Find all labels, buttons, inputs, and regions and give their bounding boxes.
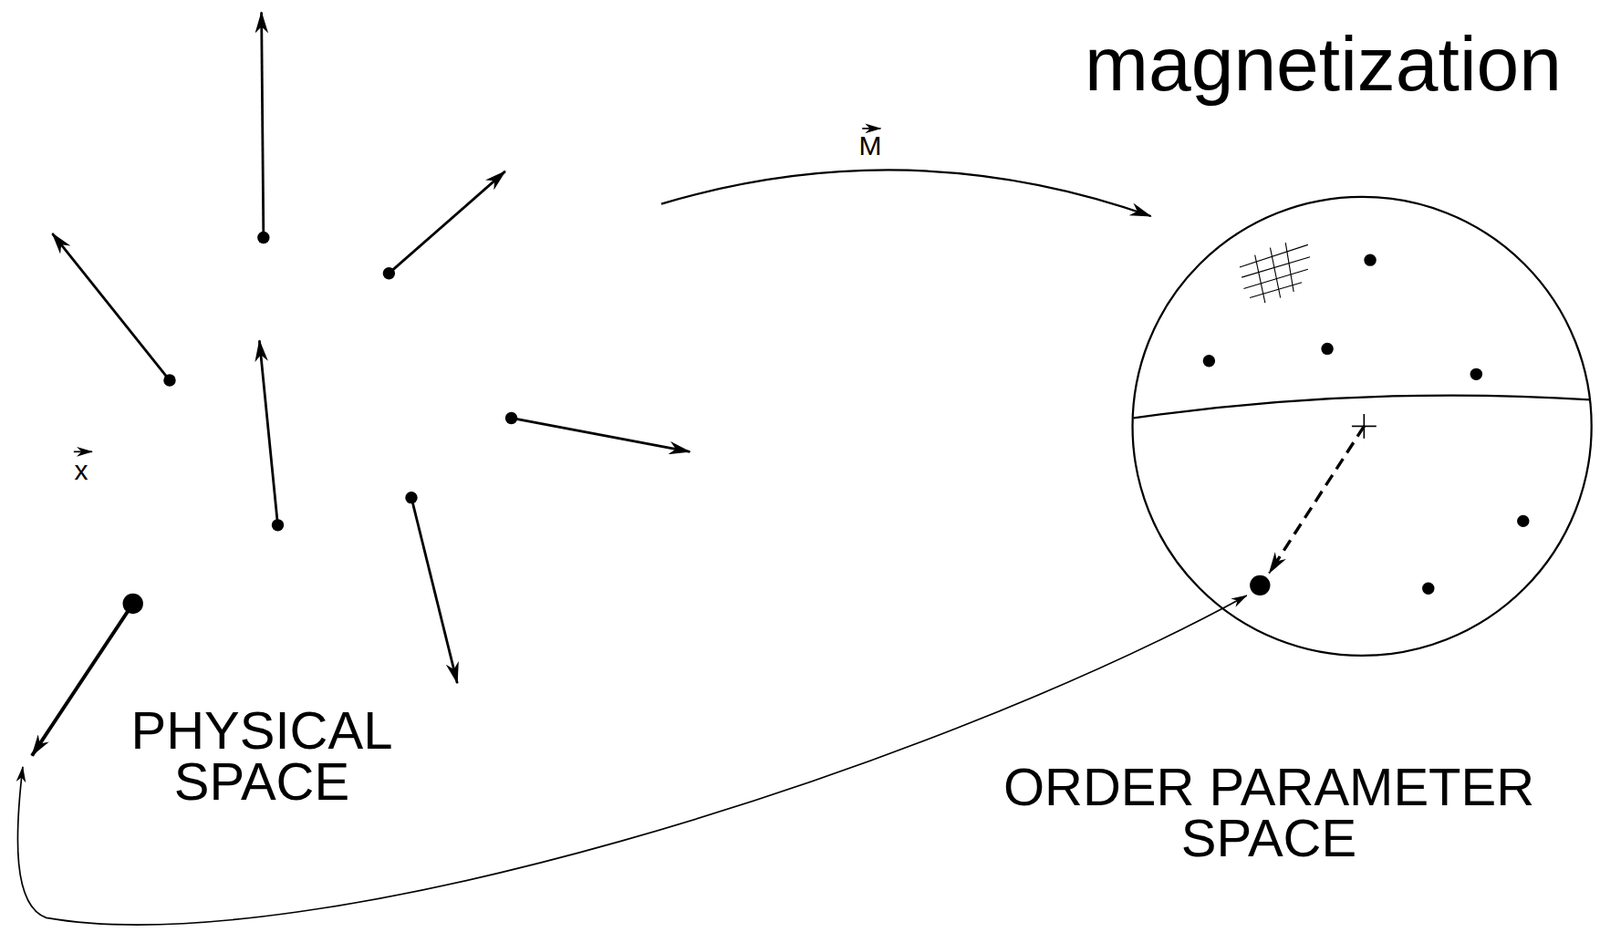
site-dot	[257, 231, 270, 244]
sphere-equator	[1133, 395, 1591, 419]
space-label: ORDER PARAMETER SPACE	[976, 761, 1561, 865]
spin-arrow	[31, 603, 134, 757]
sphere-points	[1203, 253, 1530, 596]
spin-arrow	[388, 171, 505, 274]
spin-arrow	[511, 417, 691, 452]
vector-mark	[862, 127, 881, 130]
spin-arrow	[261, 11, 264, 238]
correspondence-curve	[17, 595, 1247, 925]
site-dot	[123, 593, 144, 614]
map-arrow	[661, 169, 1152, 217]
spin-arrow	[411, 498, 458, 685]
site-dot	[271, 519, 284, 531]
dashed-vector	[1268, 425, 1364, 573]
vector-label: x	[74, 455, 89, 486]
site-dot	[383, 267, 395, 280]
site-dot	[405, 491, 417, 504]
lattice-sites	[123, 231, 519, 614]
site-dot	[163, 374, 176, 386]
hatch-patch	[1239, 242, 1310, 303]
figure-heading: magnetization	[1084, 20, 1562, 109]
spin-arrow	[51, 233, 170, 381]
space-label: PHYSICAL SPACE	[115, 705, 408, 809]
order-parameter-sphere	[1132, 197, 1592, 656]
vector-label: M	[859, 130, 883, 161]
sphere-outline	[1132, 197, 1592, 656]
vector-mark	[73, 451, 93, 454]
spin-vectors	[31, 11, 690, 756]
spin-arrow	[259, 340, 278, 525]
site-dot	[505, 412, 518, 425]
